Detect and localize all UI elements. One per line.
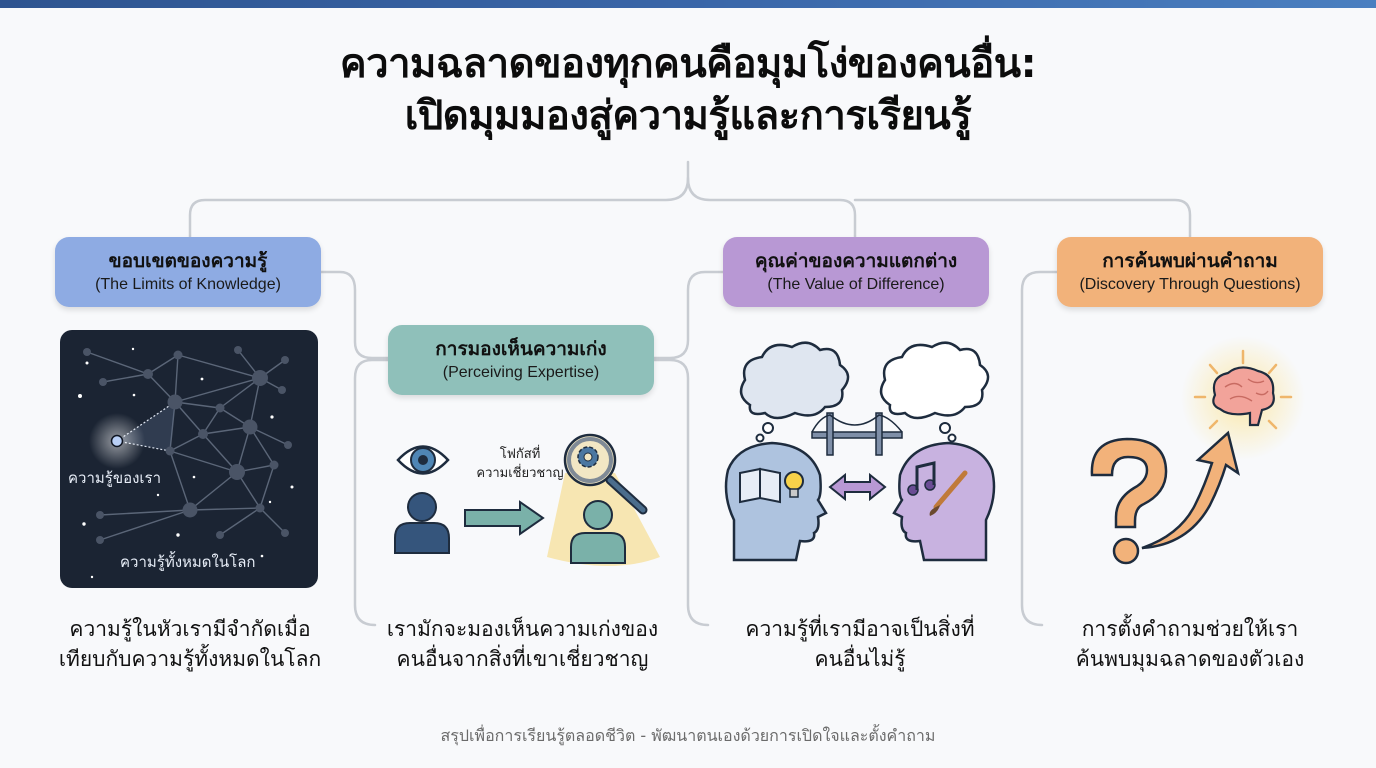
our-knowledge-label: ความรู้ของเรา [68, 469, 162, 487]
caption-line-1: การตั้งคำถามช่วยให้เรา [1081, 617, 1299, 641]
knowledge-network-icon: ความรู้ของเรา ความรู้ทั้งหมดในโลก [60, 330, 318, 588]
section-title-en: (Perceiving Expertise) [442, 364, 600, 381]
section-title-th: ขอบเขตของความรู้ [108, 250, 268, 272]
caption-line-1: ความรู้ในหัวเรามีจำกัดเมื่อ [69, 617, 311, 641]
caption-line-2: เทียบกับความรู้ทั้งหมดในโลก [58, 647, 322, 671]
section-title-en: (The Value of Difference) [767, 276, 945, 293]
title-line-1: ความฉลาดของทุกคนคือมุมโง่ของคนอื่น: [339, 41, 1037, 87]
top-accent-bar [0, 0, 1376, 8]
eye-icon [396, 445, 450, 475]
observer-spotlight-icon: โฟกัสที่ ความเชี่ยวชาญ [385, 425, 665, 575]
section-perceiving-expertise-header: การมองเห็นความเก่ง (Perceiving Expertise… [388, 325, 654, 395]
section-difference-caption: ความรู้ที่เรามีอาจเป็นสิ่งที่ คนอื่นไม่ร… [715, 614, 1005, 674]
section-value-of-difference-header: คุณค่าของความแตกต่าง (The Value of Diffe… [723, 237, 989, 307]
section-title-en: (The Limits of Knowledge) [95, 276, 281, 293]
question-brain-icon [1070, 335, 1310, 585]
focus-line-1: โฟกัสที่ [499, 447, 541, 462]
focus-line-2: ความเชี่ยวชาญ [476, 466, 564, 481]
section-discovery-questions-header: การค้นพบผ่านคำถาม (Discovery Through Que… [1057, 237, 1323, 307]
caption-line-2: ค้นพบมุมฉลาดของตัวเอง [1075, 647, 1305, 671]
magnifier-gear-icon [563, 433, 648, 515]
section-title-en: (Discovery Through Questions) [1079, 276, 1301, 293]
world-knowledge-label: ความรู้ทั้งหมดในโลก [120, 553, 256, 571]
section-limits-caption: ความรู้ในหัวเรามีจำกัดเมื่อ เทียบกับความ… [40, 614, 340, 674]
section-title-th: การค้นพบผ่านคำถาม [1102, 250, 1278, 272]
lightbulb-icon [784, 471, 804, 498]
caption-line-1: ความรู้ที่เรามีอาจเป็นสิ่งที่ [745, 617, 975, 641]
two-heads-bridge-icon [720, 335, 1000, 585]
footer-summary: สรุปเพื่อการเรียนรู้ตลอดชีวิต - พัฒนาตนเ… [440, 726, 936, 745]
section-title-th: การมองเห็นความเก่ง [435, 338, 607, 360]
paintbrush-icon [929, 470, 968, 516]
caption-line-2: คนอื่นจากสิ่งที่เขาเชี่ยวชาญ [396, 647, 649, 671]
section-limits-of-knowledge-header: ขอบเขตของความรู้ (The Limits of Knowledg… [55, 237, 321, 307]
book-icon [739, 467, 781, 504]
section-expertise-caption: เรามักจะมองเห็นความเก่งของ คนอื่นจากสิ่ง… [375, 614, 670, 674]
bridge-icon [811, 412, 903, 456]
section-questions-caption: การตั้งคำถามช่วยให้เรา ค้นพบมุมฉลาดของตั… [1045, 614, 1335, 674]
focus-expertise-label: โฟกัสที่ ความเชี่ยวชาญ [475, 445, 565, 483]
question-mark-icon [1090, 437, 1168, 565]
caption-line-2: คนอื่นไม่รู้ [814, 647, 906, 671]
music-note-icon [907, 461, 936, 496]
caption-line-1: เรามักจะมองเห็นความเก่งของ [386, 617, 659, 641]
page-title: ความฉลาดของทุกคนคือมุมโง่ของคนอื่น: เปิด… [0, 38, 1376, 142]
brain-icon [1212, 366, 1275, 427]
section-title-th: คุณค่าของความแตกต่าง [754, 250, 958, 272]
title-line-2: เปิดมุมมองสู่ความรู้และการเรียนรู้ [404, 93, 972, 139]
